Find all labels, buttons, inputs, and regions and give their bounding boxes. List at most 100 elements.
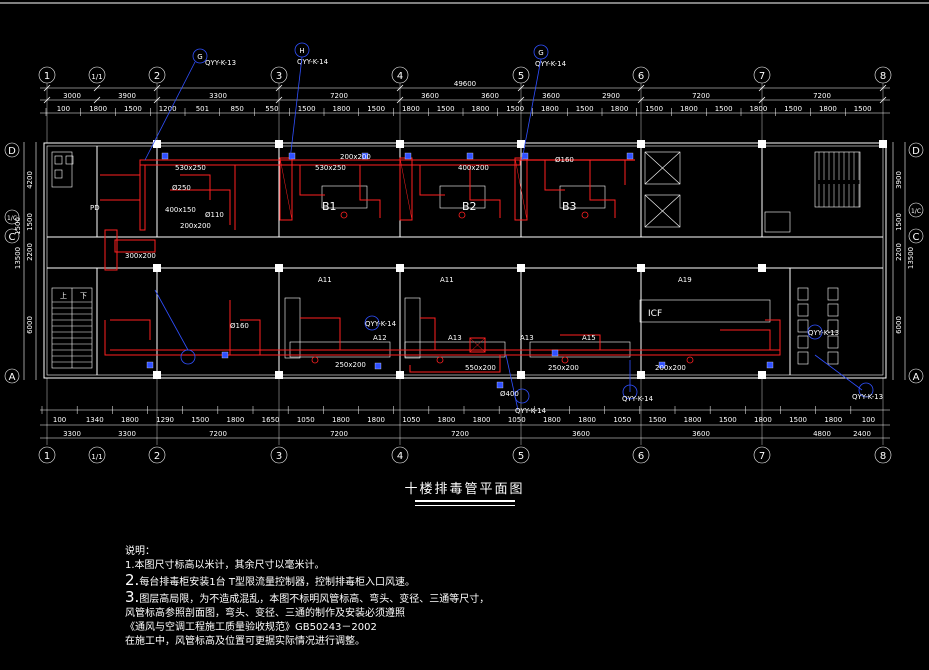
axis-label-A-right: A <box>913 372 920 383</box>
svg-text:3600: 3600 <box>692 430 710 438</box>
axis-label-2-top: 2 <box>154 71 160 82</box>
riser-marker-2: H <box>299 47 304 55</box>
axis-label-C-right: C <box>913 232 920 243</box>
riser-leaders: G QYY-K-13 H QYY-K-14 G QYY-K-14 QYY-K-1… <box>144 42 883 415</box>
exhaust-inlet-symbol <box>436 356 444 364</box>
note-2: 2.每台排毒柜安装1台 T型限流量控制器，控制排毒柜入口风速。 <box>125 573 485 590</box>
riser-label-mid-2: QYY-K-13 <box>808 329 839 337</box>
room-label-icf: ICF <box>648 309 662 319</box>
bottom-dim-row1-12: 1800 <box>473 416 491 424</box>
dimension-lines-bottom: 100 1340 1800 1290 1500 1800 1650 1050 1800 1800 1… <box>40 406 890 439</box>
exhaust-inlet-symbol <box>458 211 466 219</box>
riser-label-bottom-3: QYY-K-13 <box>852 393 883 401</box>
duct-fitting-symbol <box>521 152 529 160</box>
note-5: 《通风与空调工程施工质量验收规范》GB50243－2002 <box>125 622 377 633</box>
note-3-number: 3. <box>125 588 140 606</box>
duct-fitting-symbol <box>766 361 774 369</box>
top-dim-row2-1: 1800 <box>89 105 107 113</box>
top-dim-row2-12: 1800 <box>471 105 489 113</box>
bottom-dim-row1-4: 1500 <box>191 416 209 424</box>
duct-size-labels: 530x250 530x250 200x200 400x200 250x200 … <box>125 153 686 372</box>
top-dim-row2-8: 1800 <box>332 105 350 113</box>
axis-label-5-top: 5 <box>518 71 524 82</box>
bottom-dim-row1-19: 1500 <box>719 416 737 424</box>
grid-lines <box>46 83 884 445</box>
axis-label-1a-top: 1/1 <box>91 73 102 81</box>
note-2-text: 每台排毒柜安装1台 T型限流量控制器，控制排毒柜入口风速。 <box>139 577 415 588</box>
svg-text:7200: 7200 <box>692 92 710 100</box>
svg-text:3300: 3300 <box>63 430 81 438</box>
top-dim-row2-6: 550 <box>265 105 278 113</box>
bottom-dim-row1-16: 1050 <box>613 416 631 424</box>
total-dimension: 49600 <box>454 80 476 88</box>
axis-label-1C-left: 1/C <box>7 215 17 222</box>
toilet-room <box>51 151 74 188</box>
bottom-dim-row1-14: 1800 <box>543 416 561 424</box>
bottom-dim-row1-9: 1800 <box>367 416 385 424</box>
stair-left: 上 下 <box>51 287 93 369</box>
top-dim-row2-19: 1500 <box>715 105 733 113</box>
fume-hood-box <box>797 303 809 317</box>
axis-label-D-right: D <box>912 146 920 157</box>
svg-text:7200: 7200 <box>330 92 348 100</box>
bottom-dim-row1-15: 1800 <box>578 416 596 424</box>
room-label-b1: B1 <box>322 200 337 213</box>
bottom-dim-row1-0: 100 <box>53 416 66 424</box>
svg-text:4800: 4800 <box>813 430 831 438</box>
svg-text:3600: 3600 <box>421 92 439 100</box>
duct-size-3: 200x200 <box>340 153 371 161</box>
title-block: 十楼排毒管平面图 <box>0 478 929 506</box>
bottom-dim-row1-22: 1800 <box>824 416 842 424</box>
top-dim-row2-10: 1800 <box>402 105 420 113</box>
riser-label-bottom-1: QYY-K-14 <box>515 407 547 415</box>
bottom-dim-row1-6: 1650 <box>262 416 280 424</box>
dimension-lines-side: 4200 1500 2200 6000 1500 13500 3900 1500… <box>14 142 915 380</box>
exhaust-inlet-symbol <box>340 211 348 219</box>
building-walls <box>43 140 887 379</box>
svg-text:3600: 3600 <box>542 92 560 100</box>
bottom-dim-row1-8: 1800 <box>332 416 350 424</box>
title-underline <box>414 500 515 506</box>
notes-block: 说明： 1.本图尺寸标高以米计，其余尺寸以毫米计。 2.每台排毒柜安装1台 T型… <box>125 545 489 649</box>
top-dim-row2-18: 1800 <box>680 105 698 113</box>
dimension-lines-top: 49600 3000 3900 3300 7200 3600 3600 3600… <box>40 80 890 116</box>
duct-fitting-symbol <box>288 152 296 160</box>
svg-text:13500: 13500 <box>907 247 915 269</box>
svg-text:3600: 3600 <box>481 92 499 100</box>
riser-label-top-2: QYY-K-14 <box>297 58 329 66</box>
top-dim-row2-9: 1500 <box>367 105 385 113</box>
duct-fittings <box>146 152 774 389</box>
svg-text:7200: 7200 <box>813 92 831 100</box>
bottom-dim-row1-17: 1500 <box>649 416 667 424</box>
riser-label-top-3: QYY-K-14 <box>535 60 567 68</box>
axis-label-1-top: 1 <box>44 71 50 82</box>
bottom-dim-row1-1: 1340 <box>86 416 104 424</box>
top-dim-row2-2: 1500 <box>124 105 142 113</box>
svg-text:3600: 3600 <box>572 430 590 438</box>
bottom-dim-row1-21: 1500 <box>789 416 807 424</box>
duct-size-2: 530x250 <box>315 164 346 172</box>
pipe-size-2: Ø160 <box>230 322 249 330</box>
duct-fitting-symbol <box>221 351 229 359</box>
axis-label-3-top: 3 <box>276 71 282 82</box>
svg-text:7200: 7200 <box>451 430 469 438</box>
svg-text:3: 3 <box>276 451 282 462</box>
room-label-a12: A12 <box>373 334 387 342</box>
bottom-dim-row1-10: 1050 <box>402 416 420 424</box>
bottom-dim-row1-11: 1800 <box>438 416 456 424</box>
room-label-a11-2: A11 <box>440 276 454 284</box>
axis-bubbles-side: D 1/C C A D 1/C C A <box>4 142 924 384</box>
room-label-b3: B3 <box>562 200 577 213</box>
pipe-size-4: Ø400 <box>500 390 519 398</box>
bottom-dim-row1-3: 1290 <box>156 416 174 424</box>
top-dim-row2-4: 501 <box>196 105 209 113</box>
axis-label-D-left: D <box>8 146 16 157</box>
note-2-number: 2. <box>125 571 140 589</box>
top-dim-row2-17: 1500 <box>645 105 663 113</box>
svg-text:2900: 2900 <box>602 92 620 100</box>
axis-label-1C-right: 1/C <box>911 208 921 215</box>
fume-hood-box <box>827 287 839 301</box>
room-label-a11-1: A11 <box>318 276 332 284</box>
svg-text:4: 4 <box>397 451 403 462</box>
